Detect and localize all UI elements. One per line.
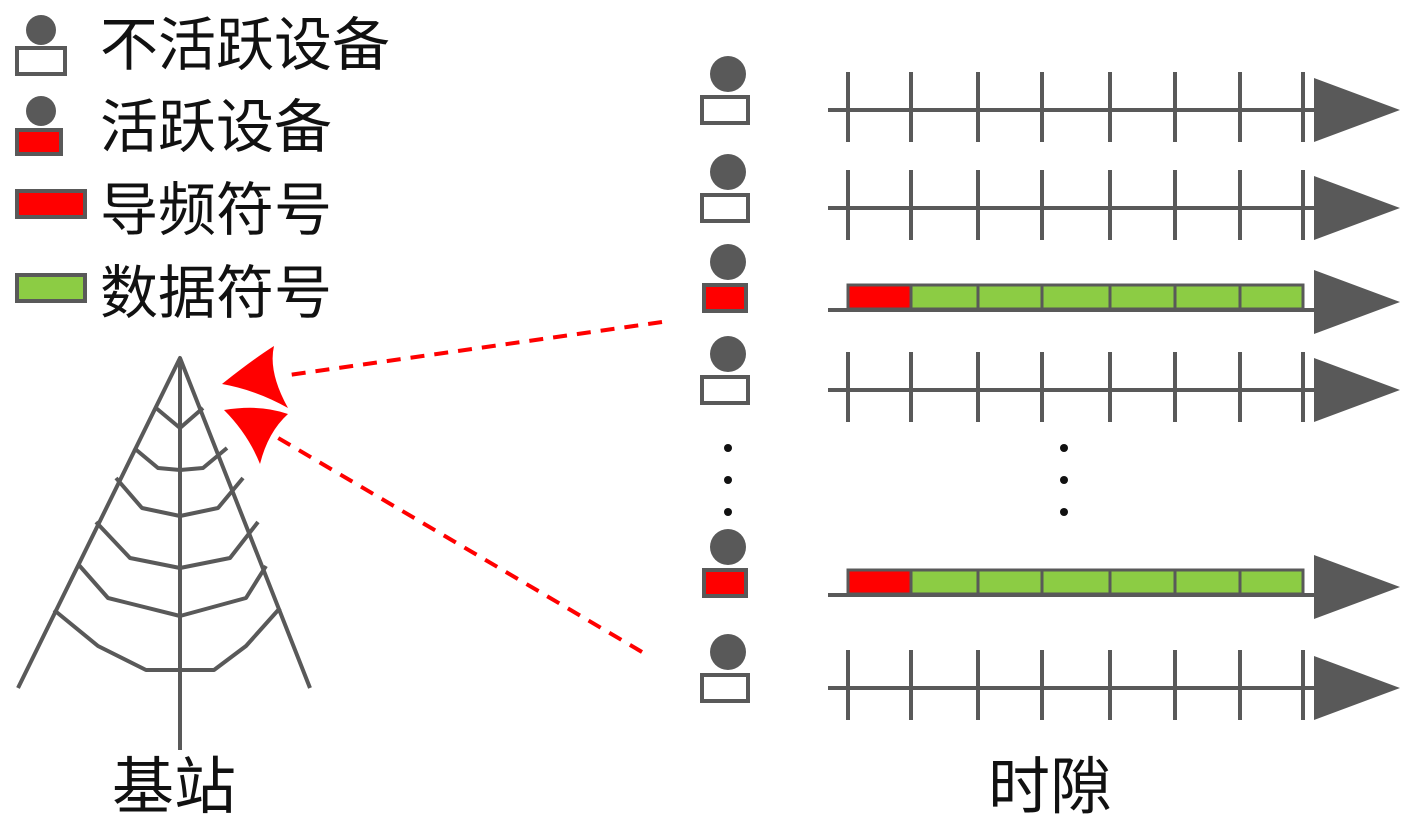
ellipsis-dot <box>1060 476 1068 484</box>
data-symbol <box>1173 568 1242 596</box>
legend-label-active: 活跃设备 <box>100 93 332 161</box>
data-symbol <box>1040 568 1112 596</box>
timeline-row <box>724 444 1068 516</box>
data-symbol <box>1108 283 1177 311</box>
device-head <box>710 634 746 670</box>
time-arrow-icon <box>1314 176 1400 240</box>
uplink-arrow-1 <box>222 320 663 408</box>
data-symbol <box>909 568 980 596</box>
legend: 不活跃设备 活跃设备 导频符号 数据符号 <box>15 11 390 327</box>
data-symbol <box>976 568 1044 596</box>
uplink-arrow-2 <box>224 407 644 654</box>
data-symbol <box>1173 283 1242 311</box>
data-symbol-swatch <box>15 273 87 303</box>
device-head <box>710 529 746 565</box>
device-body <box>700 375 750 405</box>
antenna-tower-icon <box>16 356 312 750</box>
device-body <box>700 95 750 125</box>
inactive-device-icon <box>700 154 750 223</box>
active-device-icon <box>702 529 748 598</box>
ellipsis-dot <box>724 508 732 516</box>
device-head <box>710 154 746 190</box>
device-head <box>710 244 746 280</box>
timeline-row <box>702 529 1400 619</box>
pilot-symbol <box>846 568 913 596</box>
data-symbol <box>1040 283 1112 311</box>
legend-label-inactive: 不活跃设备 <box>100 11 390 79</box>
time-arrow-icon <box>1314 358 1400 422</box>
inactive-device-icon <box>700 634 750 703</box>
legend-label-pilot: 导频符号 <box>100 176 332 244</box>
timeline-row <box>700 634 1400 720</box>
inactive-device-icon <box>700 56 750 125</box>
time-arrow-icon <box>1314 656 1400 720</box>
legend-item-inactive: 不活跃设备 <box>15 11 390 79</box>
time-arrow-icon <box>1314 270 1400 334</box>
data-symbol <box>909 283 980 311</box>
inactive-device-icon <box>15 15 67 76</box>
inactive-device-icon <box>700 336 750 405</box>
active-device-icon <box>702 244 748 313</box>
pilot-symbol <box>846 283 913 311</box>
ellipsis-dot <box>1060 444 1068 452</box>
timeline-row <box>700 336 1400 422</box>
device-body <box>700 673 750 703</box>
active-device-icon <box>15 96 63 156</box>
legend-item-pilot: 导频符号 <box>15 176 332 244</box>
time-arrow-icon <box>1314 555 1400 619</box>
timeline-row <box>700 154 1400 240</box>
time-arrow-icon <box>1314 78 1400 142</box>
arrowhead-icon <box>222 346 288 408</box>
legend-label-data: 数据符号 <box>100 259 332 327</box>
ellipsis-dot <box>724 444 732 452</box>
base-station-label: 基站 <box>112 750 236 823</box>
arrowhead-icon <box>224 407 288 464</box>
data-symbol <box>976 283 1044 311</box>
data-symbol <box>1238 568 1305 596</box>
legend-item-data: 数据符号 <box>15 259 332 327</box>
time-slot-label: 时隙 <box>988 750 1112 823</box>
data-symbol <box>1108 568 1177 596</box>
timelines <box>700 56 1400 720</box>
timeline-row <box>700 56 1400 142</box>
device-body <box>700 193 750 223</box>
legend-item-active: 活跃设备 <box>15 93 332 161</box>
ellipsis-dot <box>1060 508 1068 516</box>
pilot-symbol-swatch <box>15 189 87 219</box>
device-body <box>702 568 748 598</box>
device-head <box>710 56 746 92</box>
device-head <box>710 336 746 372</box>
device-body <box>702 283 748 313</box>
timeline-row <box>702 244 1400 334</box>
data-symbol <box>1238 283 1305 311</box>
ellipsis-dot <box>724 476 732 484</box>
